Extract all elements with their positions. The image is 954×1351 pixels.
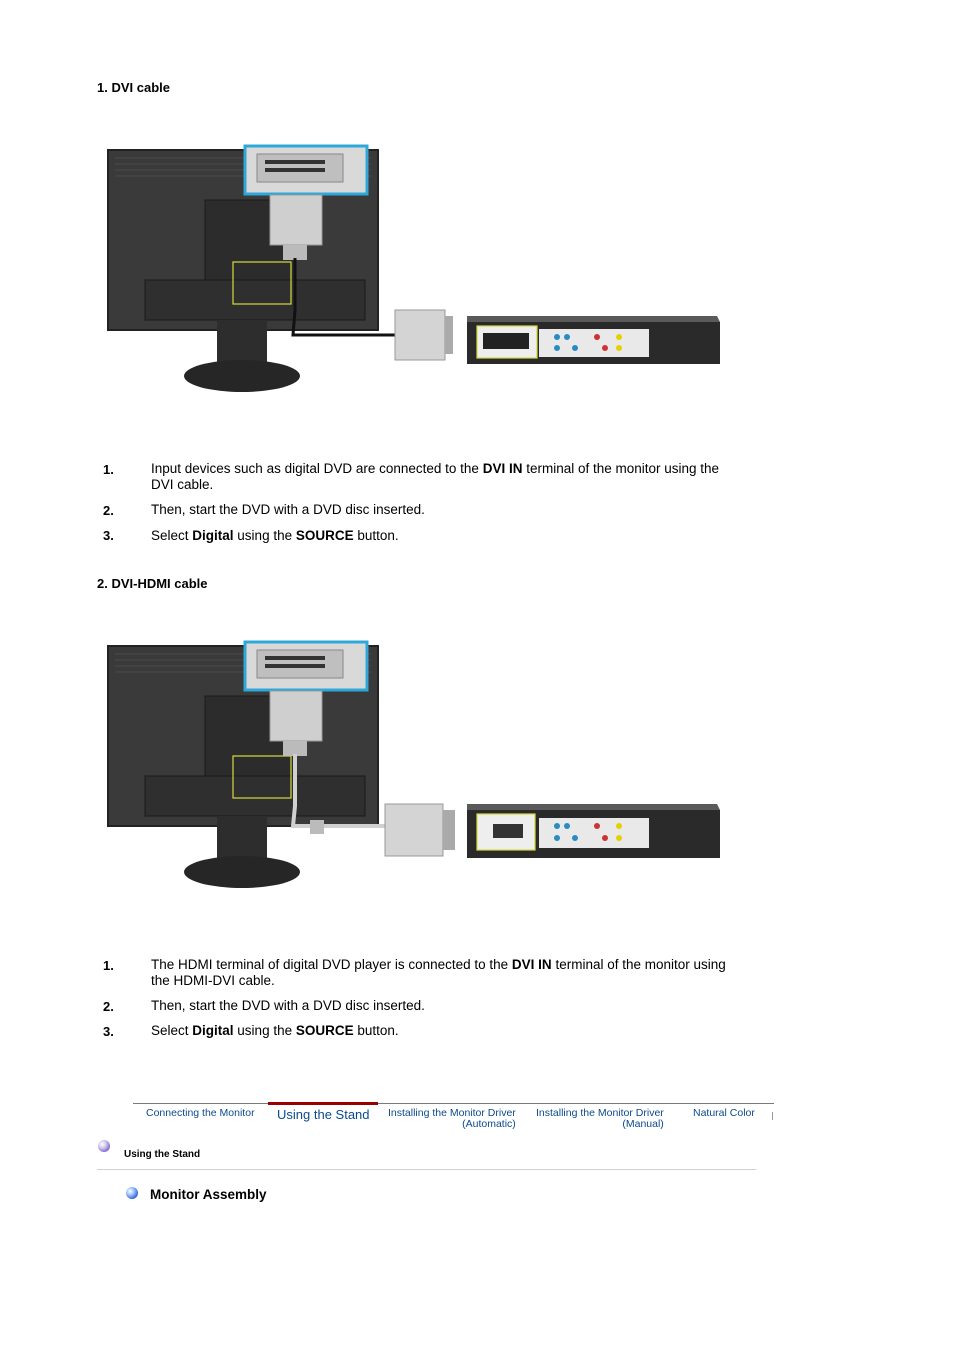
- tab-natural-color[interactable]: Natural Color: [693, 1107, 755, 1119]
- step-text: Select Digital using the SOURCE button.: [151, 528, 399, 543]
- tab-using-the-stand[interactable]: Using the Stand: [277, 1107, 370, 1122]
- nav-separator: [772, 1112, 773, 1120]
- tab-connecting-the-monitor[interactable]: Connecting the Monitor: [146, 1107, 255, 1119]
- subsection-title: Monitor Assembly: [150, 1187, 267, 1202]
- breadcrumb: Using the Stand: [124, 1149, 201, 1160]
- step-number: 3.: [103, 1024, 114, 1039]
- nav-top-border: [133, 1103, 774, 1104]
- step-number: 3.: [103, 528, 114, 543]
- dvi-hdmi-cable-diagram: [107, 640, 720, 888]
- tab-installing-driver-automatic[interactable]: Installing the Monitor Driver (Automatic…: [388, 1107, 516, 1130]
- subsection-bullet-icon: [126, 1187, 138, 1199]
- step-number: 1.: [103, 462, 114, 477]
- dvi-cable-diagram: [107, 144, 720, 392]
- section-1-heading: 1. DVI cable: [97, 80, 170, 95]
- nav-active-indicator: [268, 1102, 378, 1105]
- step-text: Then, start the DVD with a DVD disc inse…: [151, 502, 425, 517]
- step-text: The HDMI terminal of digital DVD player …: [151, 957, 726, 988]
- step-number: 2.: [103, 503, 114, 518]
- section-2-heading: 2. DVI-HDMI cable: [97, 576, 208, 591]
- step-text: Select Digital using the SOURCE button.: [151, 1023, 399, 1038]
- step-text: Input devices such as digital DVD are co…: [151, 461, 720, 492]
- step-text: Then, start the DVD with a DVD disc inse…: [151, 998, 425, 1013]
- tab-installing-driver-manual[interactable]: Installing the Monitor Driver (Manual): [536, 1107, 664, 1130]
- step-number: 1.: [103, 958, 114, 973]
- breadcrumb-bullet-icon: [98, 1140, 110, 1152]
- step-number: 2.: [103, 999, 114, 1014]
- divider: [97, 1169, 756, 1170]
